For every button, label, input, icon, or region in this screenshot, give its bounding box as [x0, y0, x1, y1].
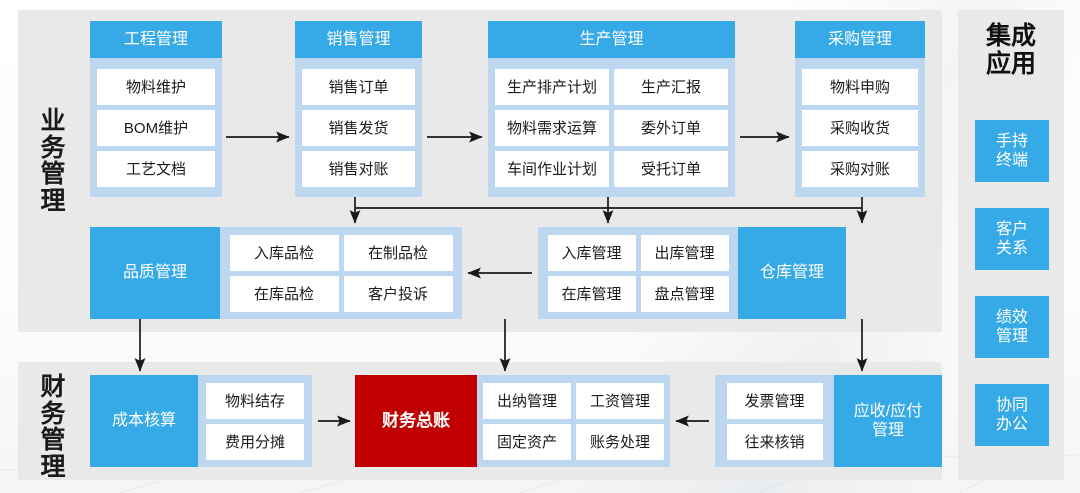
module-group-purchasing[interactable]: 采购管理 物料申购 采购收货 采购对账 — [795, 21, 925, 197]
group-cells-sales: 销售订单 销售发货 销售对账 — [295, 58, 422, 197]
module-cell[interactable]: 委外订单 — [614, 109, 728, 146]
module-cell[interactable]: 物料申购 — [802, 68, 918, 105]
module-group-engineering[interactable]: 工程管理 物料维护 BOM维护 工艺文档 — [90, 21, 222, 197]
group-header-engineering[interactable]: 工程管理 — [90, 21, 222, 58]
module-cell[interactable]: 采购对账 — [802, 150, 918, 187]
module-cell[interactable]: 固定资产 — [483, 423, 571, 460]
module-cell[interactable]: 工资管理 — [576, 382, 664, 419]
module-cell[interactable]: 生产汇报 — [614, 68, 728, 105]
group-header-sales[interactable]: 销售管理 — [295, 21, 422, 58]
group-cells-warehouse: 入库管理 出库管理 在库管理 盘点管理 — [538, 227, 738, 319]
module-cell[interactable]: 入库品检 — [229, 234, 339, 271]
module-cell[interactable]: 出纳管理 — [483, 382, 571, 419]
module-cell[interactable]: 在库品检 — [229, 275, 339, 312]
module-group-warehouse[interactable]: 仓库管理 入库管理 出库管理 在库管理 盘点管理 — [538, 227, 846, 319]
group-cells-quality: 入库品检 在制品检 在库品检 客户投诉 — [220, 227, 462, 319]
module-cell[interactable]: 销售发货 — [302, 109, 415, 146]
group-cells-finance-modules: 出纳管理 工资管理 固定资产 账务处理 — [477, 375, 670, 467]
group-cells-cost: 物料结存 费用分摊 — [198, 375, 312, 467]
group-cells-purchasing: 物料申购 采购收货 采购对账 — [795, 58, 925, 197]
group-header-receivable-payable[interactable]: 应收/应付管理 — [834, 375, 942, 467]
module-cell[interactable]: 盘点管理 — [640, 275, 729, 312]
section-title-business: 业务管理 — [40, 107, 66, 215]
module-cell[interactable]: 账务处理 — [576, 423, 664, 460]
integration-item-crm[interactable]: 客户关系 — [975, 208, 1049, 270]
module-cell[interactable]: 生产排产计划 — [495, 68, 609, 105]
module-cell[interactable]: 工艺文档 — [97, 150, 215, 187]
group-header-production[interactable]: 生产管理 — [488, 21, 735, 58]
module-cell[interactable]: 费用分摊 — [206, 423, 304, 460]
module-cell[interactable]: 物料需求运算 — [495, 109, 609, 146]
module-group-sales[interactable]: 销售管理 销售订单 销售发货 销售对账 — [295, 21, 422, 197]
integration-item-handheld[interactable]: 手持终端 — [975, 120, 1049, 182]
group-header-ledger[interactable]: 财务总账 — [355, 375, 477, 467]
group-header-cost[interactable]: 成本核算 — [90, 375, 198, 467]
module-cell[interactable]: 物料结存 — [206, 382, 304, 419]
module-cell[interactable]: 受托订单 — [614, 150, 728, 187]
module-cell[interactable]: 销售对账 — [302, 150, 415, 187]
module-group-ledger[interactable]: 财务总账 — [355, 375, 477, 467]
module-group-receivable-payable[interactable]: 应收/应付管理 发票管理 往来核销 — [715, 375, 942, 467]
module-group-finance-modules[interactable]: 出纳管理 工资管理 固定资产 账务处理 — [477, 375, 670, 467]
module-cell[interactable]: 往来核销 — [726, 423, 823, 460]
module-cell[interactable]: 入库管理 — [547, 234, 636, 271]
integration-item-performance[interactable]: 绩效管理 — [975, 296, 1049, 358]
group-header-warehouse[interactable]: 仓库管理 — [738, 227, 846, 319]
module-cell[interactable]: 物料维护 — [97, 68, 215, 105]
group-cells-production: 生产排产计划 生产汇报 物料需求运算 委外订单 车间作业计划 受托订单 — [488, 58, 735, 197]
section-title-integration: 集成应用 — [985, 22, 1036, 78]
group-header-purchasing[interactable]: 采购管理 — [795, 21, 925, 58]
module-group-quality[interactable]: 品质管理 入库品检 在制品检 在库品检 客户投诉 — [90, 227, 462, 319]
group-cells-receivable-payable: 发票管理 往来核销 — [715, 375, 834, 467]
module-cell[interactable]: 采购收货 — [802, 109, 918, 146]
module-cell[interactable]: 在制品检 — [343, 234, 453, 271]
module-group-production[interactable]: 生产管理 生产排产计划 生产汇报 物料需求运算 委外订单 车间作业计划 受托订单 — [488, 21, 735, 197]
module-cell[interactable]: 发票管理 — [726, 382, 823, 419]
module-cell[interactable]: BOM维护 — [97, 109, 215, 146]
section-title-finance: 财务管理 — [40, 373, 66, 481]
integration-item-oa[interactable]: 协同办公 — [975, 384, 1049, 446]
module-group-cost[interactable]: 成本核算 物料结存 费用分摊 — [90, 375, 312, 467]
group-header-quality[interactable]: 品质管理 — [90, 227, 220, 319]
module-cell[interactable]: 客户投诉 — [343, 275, 453, 312]
group-cells-engineering: 物料维护 BOM维护 工艺文档 — [90, 58, 222, 197]
module-cell[interactable]: 出库管理 — [640, 234, 729, 271]
module-cell[interactable]: 在库管理 — [547, 275, 636, 312]
module-cell[interactable]: 车间作业计划 — [495, 150, 609, 187]
module-cell[interactable]: 销售订单 — [302, 68, 415, 105]
